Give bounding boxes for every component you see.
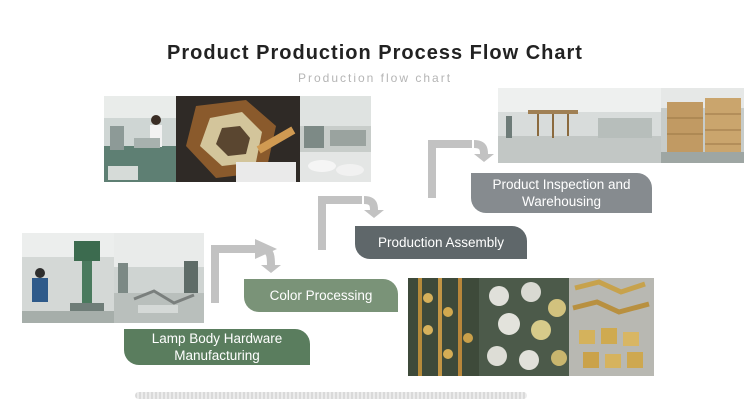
photo-brass-parts xyxy=(569,278,654,376)
chart-title: Product Production Process Flow Chart xyxy=(167,42,583,64)
photo-machining-line xyxy=(114,233,204,323)
photo-warehouse-boxes xyxy=(661,88,744,163)
photo-factory-workers xyxy=(104,96,176,182)
chart-subtitle: Production flow chart xyxy=(297,71,453,85)
step-lamp-body-hardware-manufacturing: Lamp Body Hardware Manufacturing xyxy=(124,329,310,365)
arrow-icon xyxy=(211,239,281,303)
photo-drilling-machine xyxy=(22,233,114,323)
step-product-inspection-and-warehousing: Product Inspection and Warehousing xyxy=(471,173,652,213)
step-color-processing: Color Processing xyxy=(244,279,398,312)
arrow-icon xyxy=(318,196,384,250)
step-production-assembly: Production Assembly xyxy=(355,226,527,259)
arrow-icon xyxy=(428,140,494,198)
photo-lamp-frame xyxy=(176,96,300,182)
photo-plated-discs xyxy=(479,278,569,376)
photo-workshop-floor xyxy=(300,96,371,182)
photo-assembly-hall xyxy=(498,88,661,163)
photo-painting-racks xyxy=(408,278,479,376)
horizontal-scrollbar[interactable] xyxy=(135,392,527,399)
